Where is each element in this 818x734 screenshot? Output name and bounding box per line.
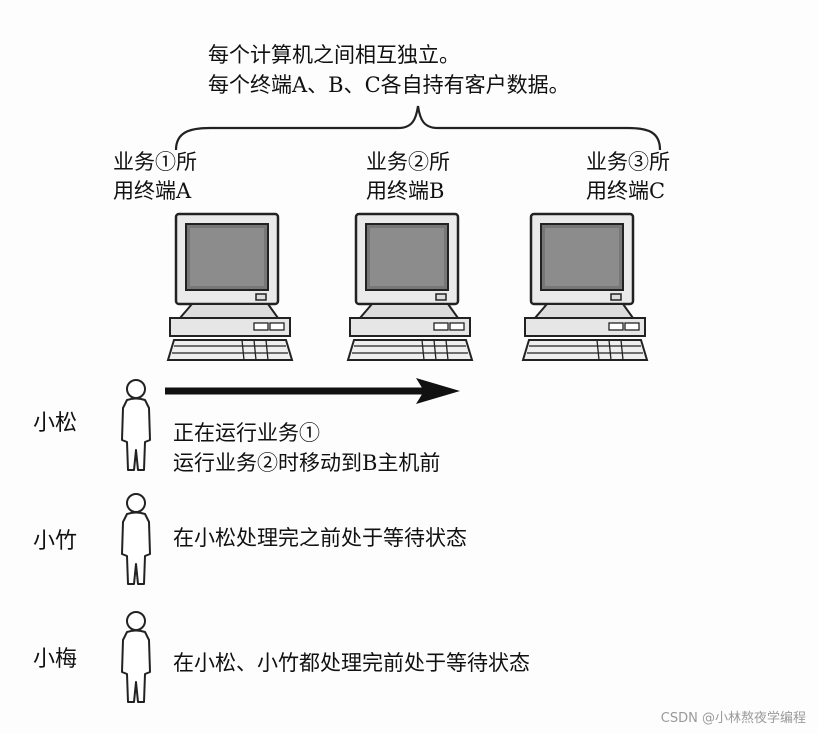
person-1-status: 正在运行业务① 运行业务②时移动到B主机前 <box>173 418 440 478</box>
person-3-status: 在小松、小竹都处理完前处于等待状态 <box>173 651 530 675</box>
terminal-b-label-line-1: 业务②所 <box>366 150 450 174</box>
person-1-status-line-1: 正在运行业务① <box>173 421 320 445</box>
terminal-b-label-line-2: 用终端B <box>366 179 445 203</box>
person-3-icon <box>121 611 151 703</box>
header-line-1: 每个计算机之间相互独立。 <box>208 43 460 67</box>
person-2-icon <box>121 493 151 585</box>
terminal-b-computer-icon <box>346 212 474 362</box>
person-3-name: 小梅 <box>33 647 78 672</box>
terminal-c-label-line-2: 用终端C <box>586 179 666 203</box>
watermark: CSDN @小林熬夜学编程 <box>660 711 806 726</box>
person-1-status-line-2: 运行业务②时移动到B主机前 <box>173 451 441 475</box>
move-arrow-icon <box>165 378 460 404</box>
terminal-b-label: 业务②所 用终端B <box>366 148 450 206</box>
header-note: 每个计算机之间相互独立。 每个终端A、B、C各自持有客户数据。 <box>208 40 570 100</box>
terminal-a-label-line-2: 用终端A <box>113 179 192 203</box>
person-2-status: 在小松处理完之前处于等待状态 <box>173 526 467 550</box>
terminal-a-computer-icon <box>166 212 294 362</box>
terminal-a-label: 业务①所 用终端A <box>113 148 197 206</box>
person-1-name: 小松 <box>33 411 78 436</box>
header-line-2: 每个终端A、B、C各自持有客户数据。 <box>208 73 570 97</box>
person-1-icon <box>121 379 151 471</box>
terminal-a-label-line-1: 业务①所 <box>113 150 197 174</box>
terminal-c-label-line-1: 业务③所 <box>586 150 670 174</box>
terminal-c-computer-icon <box>521 212 649 362</box>
group-brace <box>174 105 662 151</box>
terminal-c-label: 业务③所 用终端C <box>586 148 670 206</box>
person-2-name: 小竹 <box>33 529 78 554</box>
